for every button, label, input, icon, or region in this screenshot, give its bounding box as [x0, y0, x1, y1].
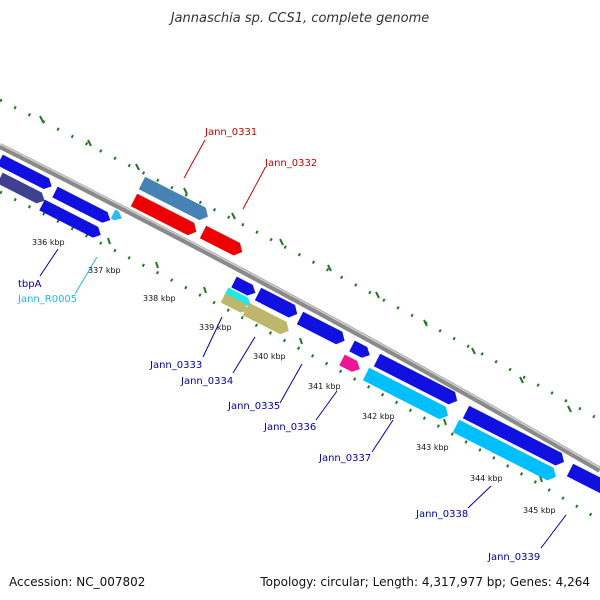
genome-backbone-highlight: [0, 143, 600, 469]
genome-backbone: [0, 143, 600, 473]
gene-arrow: [254, 287, 298, 318]
scale-label: 340 kbp: [253, 352, 286, 361]
accession-text: Accession: NC_007802: [9, 575, 145, 589]
gene-arrow: [296, 311, 345, 345]
leader-lines: [39, 139, 567, 549]
gene-arrow: [339, 354, 360, 372]
gene-arrow: [110, 209, 122, 221]
gene-label-jann-0331: Jann_0331: [204, 127, 257, 138]
gene-arrow: [349, 340, 370, 358]
gene-label-jann-0339: Jann_0339: [487, 552, 540, 563]
gene-label-jann-0338: Jann_0338: [415, 509, 468, 520]
gene-arrow: [220, 293, 248, 313]
gene-arrows: [0, 154, 600, 495]
gene-label-jann-0334: Jann_0334: [180, 376, 233, 387]
gene-label-jann-r0005: Jann_R0005: [17, 294, 77, 305]
gene-arrow: [0, 154, 52, 189]
gene-label-jann-0333: Jann_0333: [149, 360, 202, 371]
scale-label: 344 kbp: [470, 474, 503, 483]
scale-label: 336 kbp: [32, 238, 65, 247]
gene-arrow: [130, 193, 197, 236]
gene-label-jann-0336: Jann_0336: [263, 422, 316, 433]
gene-arrow: [373, 353, 458, 405]
scale-label: 345 kbp: [523, 506, 556, 515]
gene-arrow: [223, 287, 251, 307]
gene-arrow: [138, 176, 208, 221]
scale-label: 338 kbp: [143, 294, 176, 303]
scale-label: 342 kbp: [362, 412, 395, 421]
outer-tick-track: [0, 98, 600, 422]
gene-arrow: [231, 276, 256, 296]
scale-label: 339 kbp: [199, 323, 232, 332]
gene-arrow: [462, 405, 565, 466]
gene-arrow: [452, 419, 556, 481]
gene-label-tbpa: tbpA: [18, 279, 42, 290]
gene-arrow: [199, 225, 243, 256]
outer-tick-marks: [39, 115, 572, 413]
scale-labels: 336 kbp 337 kbp 338 kbp 339 kbp 340 kbp …: [32, 238, 556, 515]
gene-arrow: [39, 199, 101, 238]
scale-label: 337 kbp: [88, 266, 121, 275]
gene-arrow: [362, 367, 448, 420]
inner-tick-track: [0, 190, 600, 522]
inner-tick-marks: [59, 213, 543, 483]
gene-label-jann-0332: Jann_0332: [264, 158, 317, 169]
scale-label: 341 kbp: [308, 382, 341, 391]
gene-labels: Jann_0331 Jann_0332 tbpA Jann_R0005 Jann…: [17, 127, 540, 563]
gene-arrow: [52, 186, 111, 223]
topology-text: Topology: circular; Length: 4,317,977 bp…: [259, 575, 590, 589]
gene-label-jann-0335: Jann_0335: [227, 401, 280, 412]
scale-label: 343 kbp: [416, 443, 449, 452]
gene-label-jann-0337: Jann_0337: [318, 453, 371, 464]
gene-arrow: [242, 302, 289, 335]
map-title: Jannaschia sp. CCS1, complete genome: [168, 11, 430, 26]
gene-arrow: [0, 172, 45, 204]
